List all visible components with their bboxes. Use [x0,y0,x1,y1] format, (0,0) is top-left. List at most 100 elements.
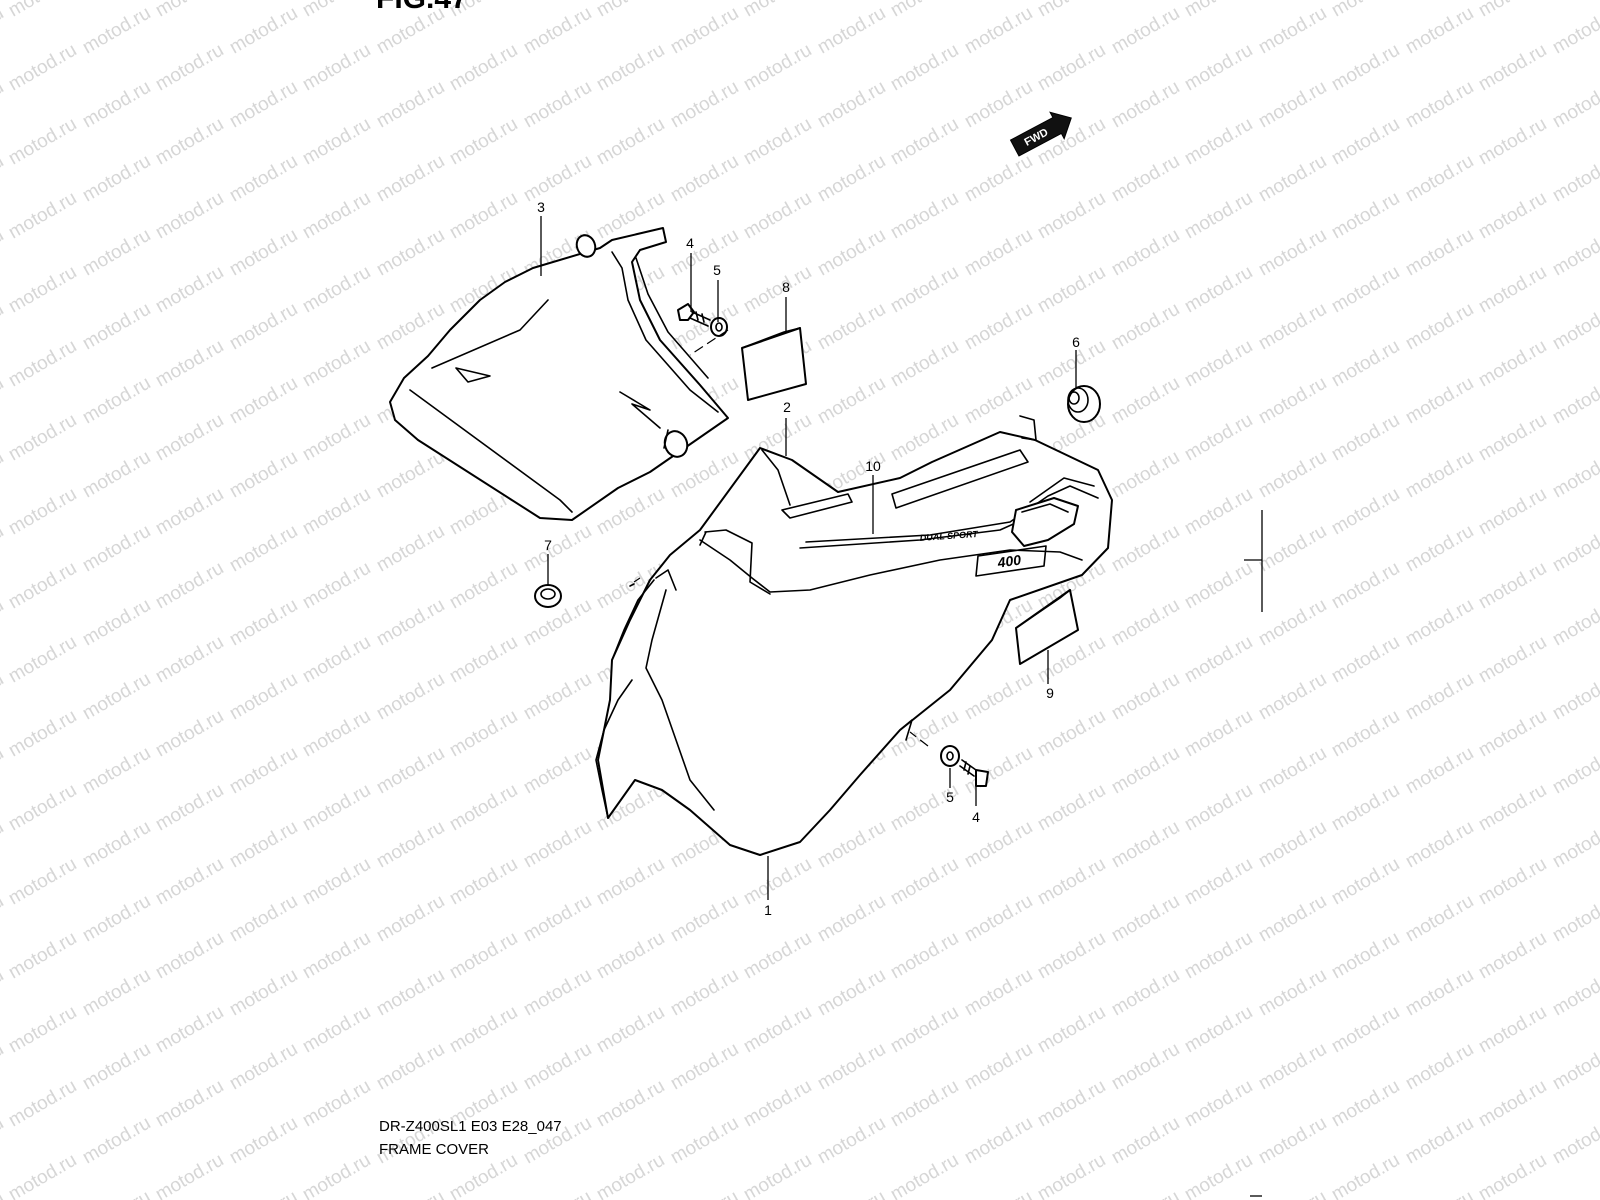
watermark-text: motod.ru [79,151,154,207]
watermark-text: motod.ru [1328,262,1403,318]
watermark-text: motod.ru [1181,1002,1256,1058]
watermark-text: motod.ru [373,669,448,725]
watermark-text: motod.ru [0,3,7,59]
watermark-text: motod.ru [887,114,962,170]
watermark-text: motod.ru [1549,77,1600,133]
watermark-text: motod.ru [1475,928,1550,984]
watermark-text: motod.ru [299,632,374,688]
watermark-text: motod.ru [667,3,742,59]
watermark-text: motod.ru [1181,854,1256,910]
watermark-text: motod.ru [5,114,80,170]
watermark-text: motod.ru [152,0,227,21]
watermark-text: motod.ru [520,521,595,577]
watermark-text: motod.ru [79,521,154,577]
watermark-text: motod.ru [5,40,80,96]
watermark-text: motod.ru [1255,77,1330,133]
watermark-text: motod.ru [1108,743,1183,799]
watermark-text: motod.ru [226,225,301,281]
part-4-bolt-lower [959,759,989,787]
watermark-text: motod.ru [1328,632,1403,688]
watermark-text: motod.ru [814,373,889,429]
watermark-text: motod.ru [1402,669,1477,725]
watermark-text: motod.ru [1475,1076,1550,1132]
watermark-text: motod.ru [1255,1187,1330,1200]
watermark-text: motod.ru [373,77,448,133]
watermark-text: motod.ru [1328,114,1403,170]
watermark-text: motod.ru [814,1113,889,1169]
watermark-text: motod.ru [667,151,742,207]
watermark-text: motod.ru [593,928,668,984]
watermark-text: motod.ru [5,780,80,836]
watermark-text: motod.ru [1108,595,1183,651]
watermark-text: motod.ru [1108,77,1183,133]
watermark-text: motod.ru [373,891,448,947]
watermark-text: motod.ru [1549,373,1600,429]
watermark-text: motod.ru [520,891,595,947]
watermark-text: motod.ru [961,151,1036,207]
watermark-text: motod.ru [740,262,815,318]
watermark-text: motod.ru [79,373,154,429]
watermark-text: motod.ru [593,114,668,170]
watermark-text: motod.ru [814,965,889,1021]
watermark-text: motod.ru [887,1150,962,1200]
watermark-text: motod.ru [446,188,521,244]
watermark-text: motod.ru [446,632,521,688]
watermark-text: motod.ru [1108,521,1183,577]
watermark-text: motod.ru [0,1113,7,1169]
watermark-text: motod.ru [1475,780,1550,836]
watermark-text: motod.ru [0,669,7,725]
watermark-text: motod.ru [1328,188,1403,244]
watermark-text: motod.ru [1181,780,1256,836]
watermark-text: motod.ru [1255,299,1330,355]
watermark-text: motod.ru [226,77,301,133]
callout-3: 3 [537,199,545,215]
watermark-text: motod.ru [152,1150,227,1200]
watermark-text: motod.ru [152,410,227,466]
watermark-text: motod.ru [226,3,301,59]
watermark-text: motod.ru [1108,669,1183,725]
watermark-text: motod.ru [446,854,521,910]
watermark-text: motod.ru [520,77,595,133]
watermark-text: motod.ru [1402,595,1477,651]
watermark-text: motod.ru [373,595,448,651]
watermark-text: motod.ru [5,854,80,910]
watermark-text: motod.ru [0,1039,7,1095]
watermark-text: motod.ru [0,595,7,651]
callout-8: 8 [782,279,790,295]
watermark-text: motod.ru [1108,225,1183,281]
watermark-text: motod.ru [152,484,227,540]
watermark-text: motod.ru [1181,928,1256,984]
watermark-text: motod.ru [0,447,7,503]
watermark-text: motod.ru [152,336,227,392]
watermark-text: motod.ru [814,225,889,281]
watermark-text: motod.ru [520,817,595,873]
watermark-text: motod.ru [79,1113,154,1169]
watermark-text: motod.ru [152,706,227,762]
watermark-text: motod.ru [1108,965,1183,1021]
watermark-text: motod.ru [446,558,521,614]
watermark-text: motod.ru [79,595,154,651]
watermark-text: motod.ru [1255,743,1330,799]
watermark-text: motod.ru [446,928,521,984]
watermark-text: motod.ru [814,817,889,873]
watermark-text: motod.ru [79,743,154,799]
watermark-text: motod.ru [1181,706,1256,762]
watermark-text: motod.ru [1034,1150,1109,1200]
watermark-text: motod.ru [373,743,448,799]
watermark-text: motod.ru [79,817,154,873]
watermark-text: motod.ru [0,77,7,133]
watermark-text: motod.ru [373,225,448,281]
watermark-text: motod.ru [5,928,80,984]
watermark-text: motod.ru [1549,3,1600,59]
watermark-text: motod.ru [887,1076,962,1132]
watermark-text: motod.ru [887,40,962,96]
watermark-text: motod.ru [1328,706,1403,762]
watermark-text: motod.ru [1475,114,1550,170]
watermark-text: motod.ru [373,151,448,207]
callout-4-lower: 4 [972,809,980,825]
callout-2: 2 [783,399,791,415]
watermark-text: motod.ru [79,965,154,1021]
watermark-text: motod.ru [1328,0,1403,21]
watermark-text: motod.ru [593,0,668,21]
